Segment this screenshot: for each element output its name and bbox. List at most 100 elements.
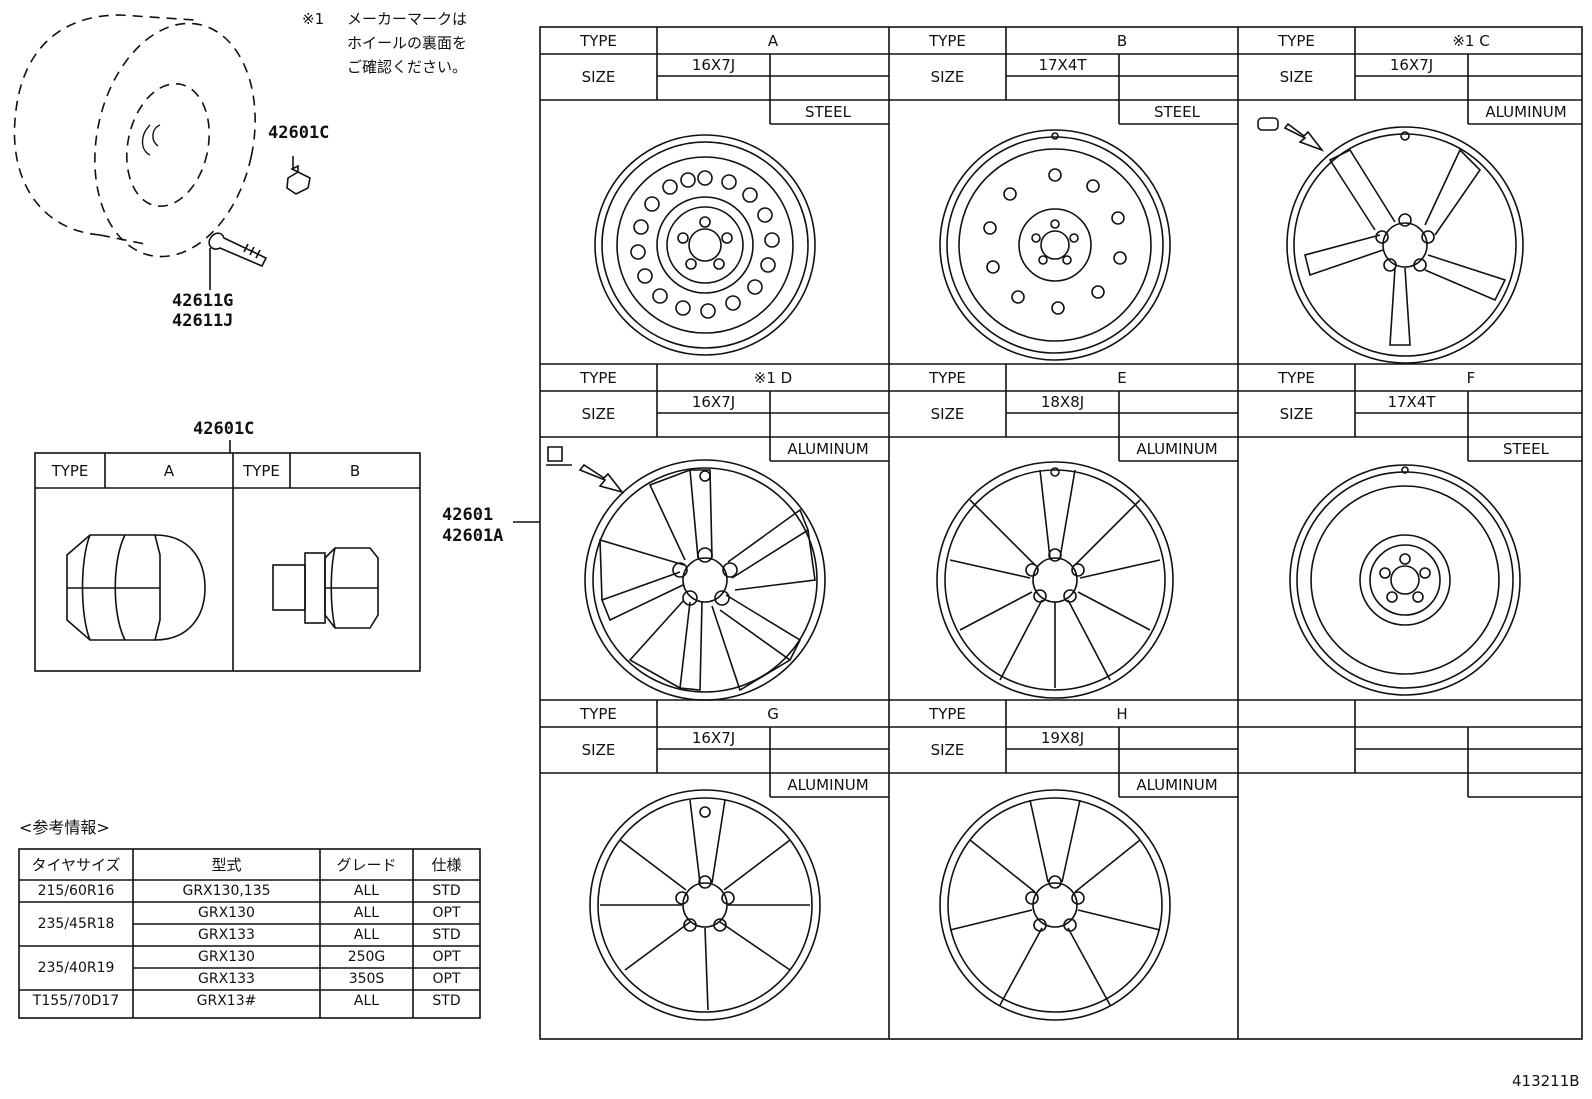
hub-cap-icon [286,164,311,195]
ref-cell-grade: 350S [348,971,385,987]
wheel-type-label: TYPE [929,704,966,723]
ref-header-model: 型式 [211,856,242,874]
ref-cell-spec: STD [432,993,461,1009]
part-number-wheel-a[interactable]: 42601A [442,526,504,546]
wheel-type-value: B [1116,31,1128,50]
wheel-type-label: TYPE [1278,368,1315,387]
ref-header-spec: 仕様 [431,856,462,874]
ref-cell-grade: ALL [353,927,380,943]
wheel-material: STEEL [805,103,851,121]
wheel-c-drawing [1286,126,1524,364]
part-number-cap[interactable]: 42601C [268,123,330,143]
wheel-type-label: TYPE [580,368,617,387]
wheel-size-label: SIZE [581,68,616,86]
wheel-g-drawing [589,789,821,1021]
nut-type-a: A [163,461,175,480]
nut-type-label-b: TYPE [243,461,280,480]
wheel-size-value: 16X7J [691,729,736,747]
ref-cell-spec: OPT [432,971,461,987]
ref-header-tire: タイヤサイズ [31,856,121,874]
wheel-type-value: ※1 D [753,368,793,387]
wheel-type-value: H [1116,704,1128,723]
valve-stem-icon [208,232,268,268]
note-line-2: ホイールの裏面を [347,34,468,52]
wheel-d-drawing [584,459,826,701]
wheel-material: ALUMINUM [787,440,869,458]
ref-cell-model: GRX130,135 [182,883,271,899]
nut-type-b: B [349,461,361,480]
reference-table-lines [18,848,481,1019]
wheel-size-value: 18X8J [1040,393,1085,411]
note-line-1: メーカーマークは [347,10,468,28]
nut-type-label-a: TYPE [51,461,89,480]
wheel-a-drawing [594,134,816,356]
ref-cell-model: GRX130 [198,905,255,921]
wheel-material: ALUMINUM [1136,776,1218,794]
ref-cell-tire: 215/60R16 [37,883,115,899]
ref-cell-model: GRX130 [198,949,255,965]
wheel-size-value: 19X8J [1040,729,1085,747]
note-line-3: ご確認ください。 [347,58,468,76]
wheel-material: STEEL [1154,103,1200,121]
ref-cell-tire: 235/40R19 [37,960,115,976]
wheel-size-label: SIZE [930,68,965,86]
tire-illustration [13,14,256,258]
nut-type-a-drawing [66,534,206,641]
ref-cell-grade: ALL [353,883,380,899]
ref-cell-spec: STD [432,927,461,943]
wheel-type-value: G [767,704,779,723]
wheel-size-label: SIZE [930,405,965,423]
wheel-type-label: TYPE [1278,31,1315,50]
wheel-size-value: 16X7J [691,56,736,74]
ref-cell-grade: ALL [353,993,380,1009]
valve-mark-d [546,446,625,494]
wheel-type-value: ※1 C [1452,31,1490,50]
ref-cell-tire: T155/70D17 [32,993,120,1009]
wheel-type-label: TYPE [929,31,966,50]
wheel-size-value: 17X4T [1038,56,1087,74]
figure-id: 413211B [1512,1072,1580,1090]
wheel-type-label: TYPE [580,31,617,50]
part-number-valve-g[interactable]: 42611G [172,291,234,311]
wheel-size-label: SIZE [581,405,616,423]
wheel-size-label: SIZE [1279,405,1314,423]
wheel-size-label: SIZE [581,741,616,759]
ref-cell-model: GRX13# [196,993,257,1009]
wheel-size-label: SIZE [930,741,965,759]
wheel-b-drawing [939,129,1171,361]
part-number-nut[interactable]: 42601C [193,419,255,439]
wheel-type-label: TYPE [580,704,617,723]
reference-title: <参考情報> [19,818,110,837]
wheel-size-value: 16X7J [691,393,736,411]
ref-cell-spec: STD [432,883,461,899]
wheel-material: ALUMINUM [1485,103,1567,121]
wheel-material: ALUMINUM [787,776,869,794]
ref-cell-grade: 250G [347,949,386,965]
part-number-valve-j[interactable]: 42611J [172,311,234,331]
wheel-f-drawing [1289,464,1521,696]
ref-cell-spec: OPT [432,905,461,921]
ref-header-grade: グレード [336,856,397,874]
grid-header-lines [540,27,1582,798]
ref-cell-spec: OPT [432,949,461,965]
wheel-type-value: F [1466,368,1476,387]
wheel-size-label: SIZE [1279,68,1314,86]
wheel-size-value: 16X7J [1389,56,1434,74]
ref-cell-tire: 235/45R18 [37,916,115,932]
ref-cell-grade: ALL [353,905,380,921]
wheel-material: STEEL [1503,440,1549,458]
wheel-type-value: A [767,31,779,50]
wheel-type-value: E [1117,368,1127,387]
wheel-type-label: TYPE [929,368,966,387]
wheel-material: ALUMINUM [1136,440,1218,458]
wheel-e-drawing [936,461,1174,699]
nut-type-b-drawing [272,547,379,629]
valve-mark-c [1257,117,1325,152]
ref-cell-model: GRX133 [198,971,255,987]
note-mark: ※1 [302,10,325,28]
wheel-h-drawing [939,789,1171,1021]
ref-cell-model: GRX133 [198,927,255,943]
part-number-wheel[interactable]: 42601 [442,505,494,525]
wheel-size-value: 17X4T [1387,393,1436,411]
